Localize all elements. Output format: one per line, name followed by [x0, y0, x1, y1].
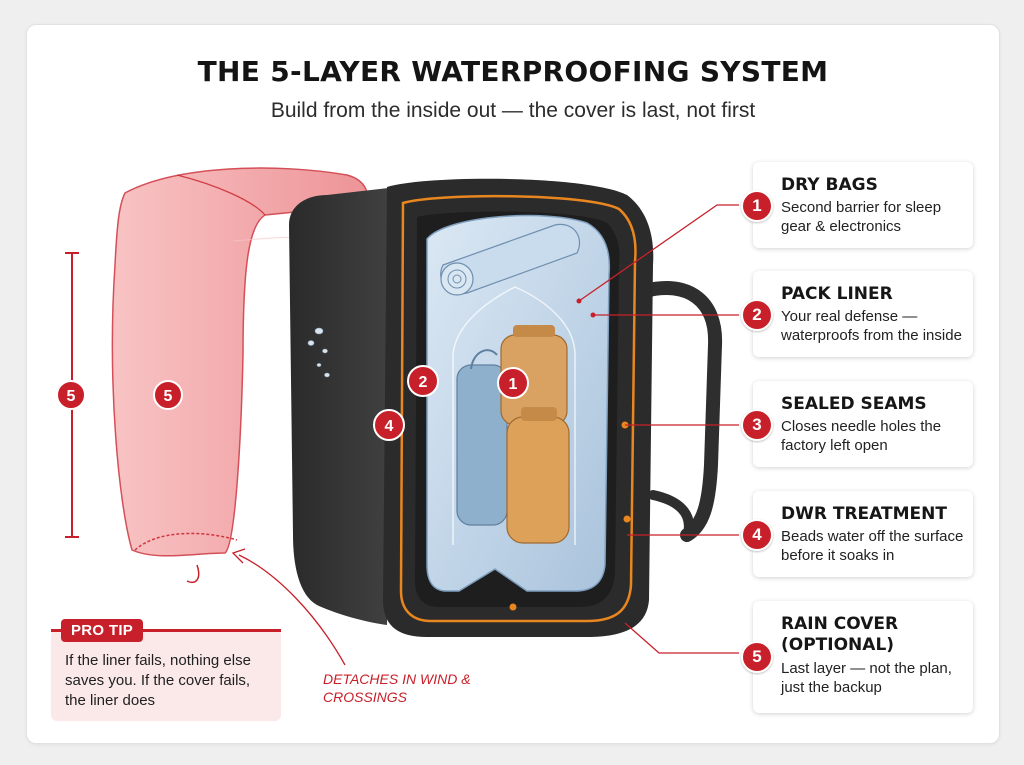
layer-title: RAIN COVER (OPTIONAL)	[781, 614, 899, 655]
pro-tip-box: PRO TIP If the liner fails, nothing else…	[51, 619, 281, 721]
shoulder-strap	[638, 281, 723, 542]
pro-tip-text: If the liner fails, nothing else saves y…	[65, 652, 251, 709]
layer-number-badge: 1	[741, 190, 773, 222]
detach-arrow	[238, 554, 346, 666]
layer-number-badge: 5	[741, 641, 773, 673]
pro-tip-accent-bar	[51, 629, 281, 632]
svg-text:1: 1	[509, 376, 518, 393]
layer-description: Beads water off the surface before it so…	[781, 528, 964, 564]
infographic-card: 5 5 2 1 4 THE 5-LAYER WATERPROOFING SYST…	[26, 24, 1000, 744]
layer-title: PACK LINER	[781, 284, 893, 304]
layer-card-pack-liner: 2 PACK LINER Your real defense — waterpr…	[741, 271, 973, 357]
layer-description: Closes needle holes the factory left ope…	[781, 418, 942, 454]
page-title: THE 5-LAYER WATERPROOFING SYSTEM	[197, 55, 829, 88]
marker-cover-bracket: 5	[56, 380, 86, 410]
cover-detach-note: DETACHES IN WIND & CROSSINGS	[323, 671, 471, 705]
seam-markers	[509, 421, 631, 611]
layer-title: DWR TREATMENT	[781, 504, 947, 524]
svg-text:4: 4	[385, 418, 394, 435]
layer-title: SEALED SEAMS	[781, 394, 927, 414]
water-beads	[307, 327, 330, 378]
marker-cover: 5	[153, 380, 183, 410]
rolled-pad	[440, 223, 581, 296]
marker-dry-bags: 1	[497, 367, 529, 399]
layer-card-sealed-seams: 3 SEALED SEAMS Closes needle holes the f…	[741, 381, 973, 467]
svg-text:2: 2	[419, 374, 428, 391]
layer-number-badge: 3	[741, 409, 773, 441]
page-subtitle: Build from the inside out — the cover is…	[270, 99, 756, 122]
pro-tip-badge: PRO TIP	[61, 619, 144, 642]
layer-number-badge: 4	[741, 519, 773, 551]
svg-text:5: 5	[164, 388, 173, 405]
layer-card-dwr-treatment: 4 DWR TREATMENT Beads water off the surf…	[741, 491, 973, 577]
layer-card-dry-bags: 1 DRY BAGS Second barrier for sleep gear…	[741, 162, 973, 248]
marker-liner: 2	[407, 365, 439, 397]
marker-dwr: 4	[373, 409, 405, 441]
layer-title: DRY BAGS	[781, 175, 878, 195]
leader-lines	[578, 204, 739, 654]
svg-text:5: 5	[67, 388, 76, 405]
backpack-diagram: 5 5 2 1 4	[56, 167, 739, 666]
leader-dots	[576, 298, 596, 318]
layer-description: Your real defense — waterproofs from the…	[781, 308, 962, 344]
layer-description: Second barrier for sleep gear & electron…	[781, 199, 942, 235]
dry-bags	[456, 325, 570, 544]
layer-number-badge: 2	[741, 299, 773, 331]
layer-card-rain-cover: 5 RAIN COVER (OPTIONAL) Last layer — not…	[741, 601, 973, 713]
layer-description: Last layer — not the plan, just the back…	[781, 660, 952, 696]
rain-cover	[111, 167, 368, 584]
